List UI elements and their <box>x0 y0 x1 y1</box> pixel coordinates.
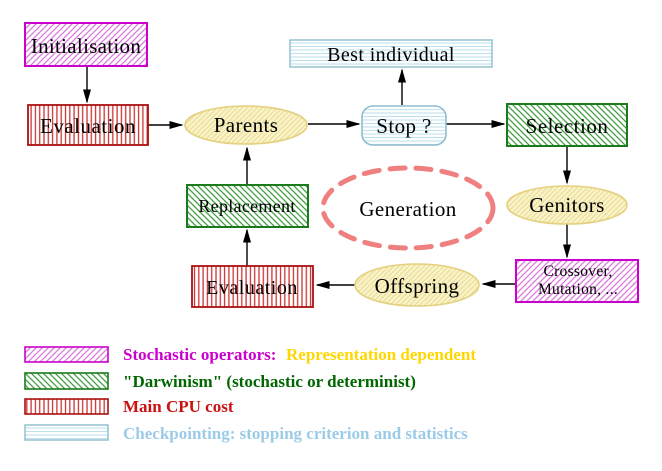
legend-label-darwinism: "Darwinism" (stochastic or determinist) <box>123 372 416 391</box>
arrows <box>83 66 571 289</box>
offspring-ellipse <box>354 263 480 307</box>
selection-box <box>506 103 628 147</box>
generation-loop-ellipse <box>320 165 496 251</box>
legend-swatch-checkpointing <box>24 424 109 441</box>
parents-label: Parents <box>214 113 279 137</box>
parents-ellipse <box>184 105 308 145</box>
stop-label: Stop ? <box>376 114 432 138</box>
genitors-label: Genitors <box>529 193 605 217</box>
legend-label-checkpointing: Checkpointing: stopping criterion and st… <box>123 424 468 443</box>
evaluation-bottom-label: Evaluation <box>206 277 298 299</box>
generation-label: Generation <box>359 197 456 221</box>
crossover-mutation-box <box>515 259 639 303</box>
crossover-label-line2: Mutation, ... <box>538 281 618 298</box>
replacement-box <box>186 184 309 228</box>
legend: Stochastic operators: Representation dep… <box>24 345 476 443</box>
best-individual-box <box>289 39 493 68</box>
evaluation-top-label: Evaluation <box>40 114 136 138</box>
legend-swatch-cpu-cost <box>24 398 109 415</box>
legend-swatch-darwinism <box>24 372 109 390</box>
evaluation-bottom-box <box>191 265 314 308</box>
initialisation-box <box>24 22 148 67</box>
best-individual-label: Best individual <box>327 44 455 66</box>
legend-swatch-stochastic-operators <box>24 346 109 363</box>
crossover-label-line1: Crossover, <box>543 263 612 280</box>
legend-label-stochastic-operators: Stochastic operators: <box>123 345 276 364</box>
evaluation-top-box <box>27 104 149 146</box>
replacement-label: Replacement <box>198 196 295 216</box>
stop-box <box>361 105 447 146</box>
legend-label-cpu-cost: Main CPU cost <box>123 397 234 416</box>
selection-label: Selection <box>526 114 609 138</box>
initialisation-label: Initialisation <box>31 34 142 58</box>
legend-label-representation-dependent: Representation dependent <box>286 345 476 364</box>
offspring-label: Offspring <box>375 274 460 298</box>
genitors-ellipse <box>506 185 628 225</box>
